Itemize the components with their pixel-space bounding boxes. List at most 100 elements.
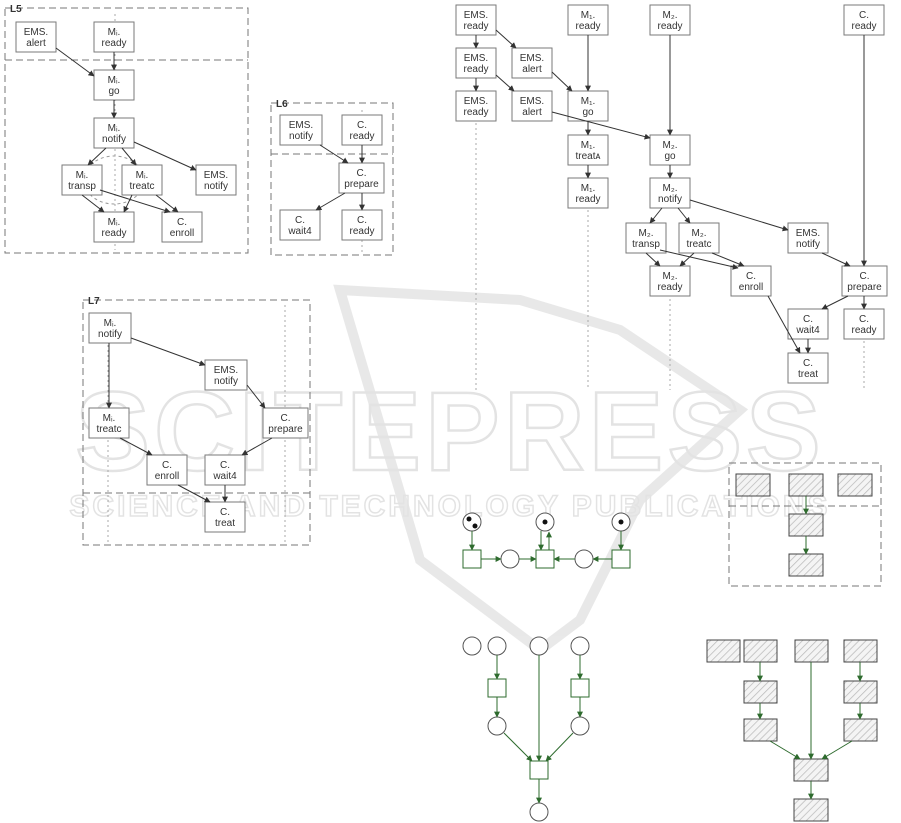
node-box xyxy=(625,222,667,254)
node-box xyxy=(455,90,497,122)
m-ems-notify: EMS.notify xyxy=(787,222,829,254)
node-box xyxy=(341,209,383,241)
l6-ems-notify: EMS.notify xyxy=(279,114,323,146)
node-label: EMS.notify xyxy=(214,365,238,387)
l6-c-wait4: C.wait4 xyxy=(279,209,321,241)
node-box xyxy=(262,407,309,439)
node-label: C.enroll xyxy=(170,217,194,239)
node-label: C.ready xyxy=(349,120,374,142)
node-label: M₁.treatᴀ xyxy=(576,140,601,162)
l5-mi-transp: Mᵢ.transp xyxy=(61,164,103,196)
node-label: M₂.ready xyxy=(657,10,682,32)
node-label: EMS.alert xyxy=(520,96,544,118)
l5-mi-ready-top: Mᵢ.ready xyxy=(93,21,135,53)
node-label: M₁.go xyxy=(581,96,595,118)
node-label: M₁.ready xyxy=(575,183,600,205)
node-label: M₂.ready xyxy=(657,271,682,293)
node-label: C.wait4 xyxy=(795,314,820,336)
node-box xyxy=(511,90,553,122)
node-label: M₂.notify xyxy=(658,183,682,205)
m-m1-ready-top: M₁.ready xyxy=(567,4,609,36)
node-label: EMS.alert xyxy=(520,53,544,75)
node-box xyxy=(88,407,130,439)
l5-mi-notify: Mᵢ.notify xyxy=(93,117,135,149)
l7-ems-notify: EMS.notify xyxy=(204,359,248,391)
node-label: Mᵢ.notify xyxy=(98,318,122,340)
watermark: SCITEPRESS SCIENCE AND TECHNOLOGY PUBLIC… xyxy=(69,284,830,657)
group-l7-label: L7 xyxy=(88,296,100,307)
node-label: Mᵢ.transp xyxy=(68,170,96,192)
m-c-ready-top: C.ready xyxy=(843,4,885,36)
group-l6: L6 EMS.notify C.ready C.prepare C.wait4 … xyxy=(270,99,394,256)
node-box xyxy=(338,162,385,194)
group-l5: L5 EMS.alert Mᵢ.ready Mᵢ.go Mᵢ.notify Mᵢ… xyxy=(4,4,249,254)
node-label: Mᵢ.ready xyxy=(101,27,126,49)
node-box xyxy=(204,501,246,533)
node-box xyxy=(649,4,691,36)
node-label: C.ready xyxy=(851,10,876,32)
node-box xyxy=(93,21,135,53)
l5-mi-treat-c: Mᵢ.treatᴄ xyxy=(121,164,163,196)
node-box xyxy=(567,177,609,209)
node-label: C.prepare xyxy=(344,168,379,190)
node-label: Mᵢ.go xyxy=(108,75,121,97)
node-label: C.treat xyxy=(215,507,235,529)
m-m1-ready-bottom: M₁.ready xyxy=(567,177,609,209)
node-box xyxy=(649,177,691,209)
node-box xyxy=(279,114,323,146)
m-c-prepare: C.prepare xyxy=(841,265,888,297)
l5-ems-notify: EMS.notify xyxy=(195,164,237,196)
l7-c-prepare: C.prepare xyxy=(262,407,309,439)
m-c-enroll: C.enroll xyxy=(730,265,772,297)
node-box xyxy=(88,312,132,344)
node-box xyxy=(279,209,321,241)
group-l7: L7 Mᵢ.notify EMS.notify Mᵢ.treatᴄ C.prep… xyxy=(82,296,311,546)
petri-net-bottom xyxy=(462,636,590,822)
m-m2-treat-c: M₂.treatᴄ xyxy=(678,222,720,254)
node-label: C.prepare xyxy=(847,271,882,293)
node-label: M₁.ready xyxy=(575,10,600,32)
node-label: M₂.treatᴄ xyxy=(686,228,711,250)
node-label: C.wait4 xyxy=(212,460,237,482)
node-box xyxy=(93,117,135,149)
m-c-ready-bottom: C.ready xyxy=(843,308,885,340)
node-label: Mᵢ.ready xyxy=(101,217,126,239)
node-box xyxy=(567,4,609,36)
node-box xyxy=(121,164,163,196)
hatched-flow-bottom xyxy=(706,639,878,822)
node-box xyxy=(146,454,188,486)
m-m2-ready-bottom: M₂.ready xyxy=(649,265,691,297)
m-m2-transp: M₂.transp xyxy=(625,222,667,254)
watermark-main: SCITEPRESS xyxy=(75,369,825,494)
l6-c-prepare: C.prepare xyxy=(338,162,385,194)
node-box xyxy=(455,4,497,36)
l7-mi-treat-c: Mᵢ.treatᴄ xyxy=(88,407,130,439)
node-label: EMS.notify xyxy=(289,120,313,142)
node-label: C.treat xyxy=(798,358,818,380)
node-label: EMS.alert xyxy=(24,27,48,49)
l5-c-enroll: C.enroll xyxy=(161,211,203,243)
l5-mi-ready-bottom: Mᵢ.ready xyxy=(93,211,135,243)
m-ems-alert-2: EMS.alert xyxy=(511,90,553,122)
l5-mi-go: Mᵢ.go xyxy=(93,69,135,101)
node-box xyxy=(511,47,553,79)
m-m1-go: M₁.go xyxy=(567,90,609,122)
node-box xyxy=(678,222,720,254)
node-box xyxy=(161,211,203,243)
node-box xyxy=(649,265,691,297)
hatched-dashed-group xyxy=(728,462,882,587)
watermark-sub: SCIENCE AND TECHNOLOGY PUBLICATIONS xyxy=(69,490,830,523)
group-l6-label: L6 xyxy=(276,99,288,110)
node-label: EMS.notify xyxy=(796,228,820,250)
node-box xyxy=(195,164,237,196)
node-label: EMS.ready xyxy=(463,10,488,32)
node-label: C.enroll xyxy=(155,460,179,482)
m-ems-ready-1: EMS.ready xyxy=(455,4,497,36)
node-label: M₂.transp xyxy=(632,228,660,250)
node-label: Mᵢ.notify xyxy=(102,123,126,145)
node-label: EMS.ready xyxy=(463,96,488,118)
m-ems-alert-1: EMS.alert xyxy=(511,47,553,79)
group-l5-label: L5 xyxy=(10,4,22,15)
m-c-wait4: C.wait4 xyxy=(787,308,829,340)
node-label: C.ready xyxy=(349,215,374,237)
